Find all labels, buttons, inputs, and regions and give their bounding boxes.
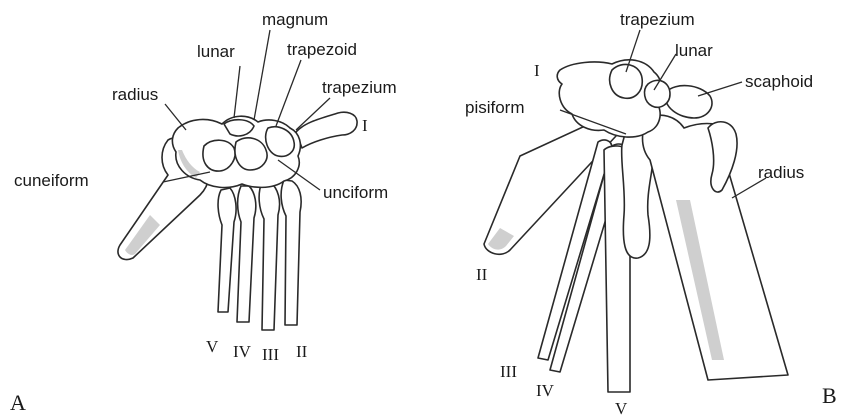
panel-a-label-trapezoid: trapezoid — [287, 40, 357, 59]
panel-b-label-pisiform: pisiform — [465, 98, 525, 117]
panel-b-label-radius: radius — [758, 163, 804, 182]
panel-a-label-unciform: unciform — [323, 183, 388, 202]
panel-a-label-lunar: lunar — [197, 42, 235, 61]
panel-a: magnum lunar trapezoid trapezium radius … — [10, 10, 397, 415]
panel-b-label-digit-v: V — [615, 399, 628, 417]
panel-a-label-trapezium: trapezium — [322, 78, 397, 97]
panel-b-label-digit-iii: III — [500, 362, 517, 381]
panel-a-letter: A — [10, 390, 26, 415]
panel-b-label-digit-iv: IV — [536, 381, 555, 400]
panel-b-label-scaphoid: scaphoid — [745, 72, 813, 91]
panel-a-label-digit-iii: III — [262, 345, 279, 364]
panel-b: trapezium lunar scaphoid pisiform radius… — [465, 10, 837, 417]
panel-a-label-digit-v: V — [206, 337, 219, 356]
panel-a-label-digit-iv: IV — [233, 342, 252, 361]
panel-a-label-radius: radius — [112, 85, 158, 104]
panel-b-letter: B — [822, 383, 837, 408]
panel-a-metacarpals — [218, 180, 301, 330]
panel-b-label-digit-i: I — [534, 61, 540, 80]
panel-b-label-lunar: lunar — [675, 41, 713, 60]
panel-b-label-digit-ii: II — [476, 265, 488, 284]
panel-b-label-trapezium: trapezium — [620, 10, 695, 29]
panel-a-label-cuneiform: cuneiform — [14, 171, 89, 190]
panel-a-label-digit-i: I — [362, 116, 368, 135]
panel-a-label-magnum: magnum — [262, 10, 328, 29]
panel-b-radius-bone — [643, 115, 789, 380]
panel-b-carpals — [557, 60, 712, 137]
panel-a-carpals — [172, 116, 300, 187]
panel-a-label-digit-ii: II — [296, 342, 308, 361]
panel-a-thumb-bone — [296, 112, 357, 148]
